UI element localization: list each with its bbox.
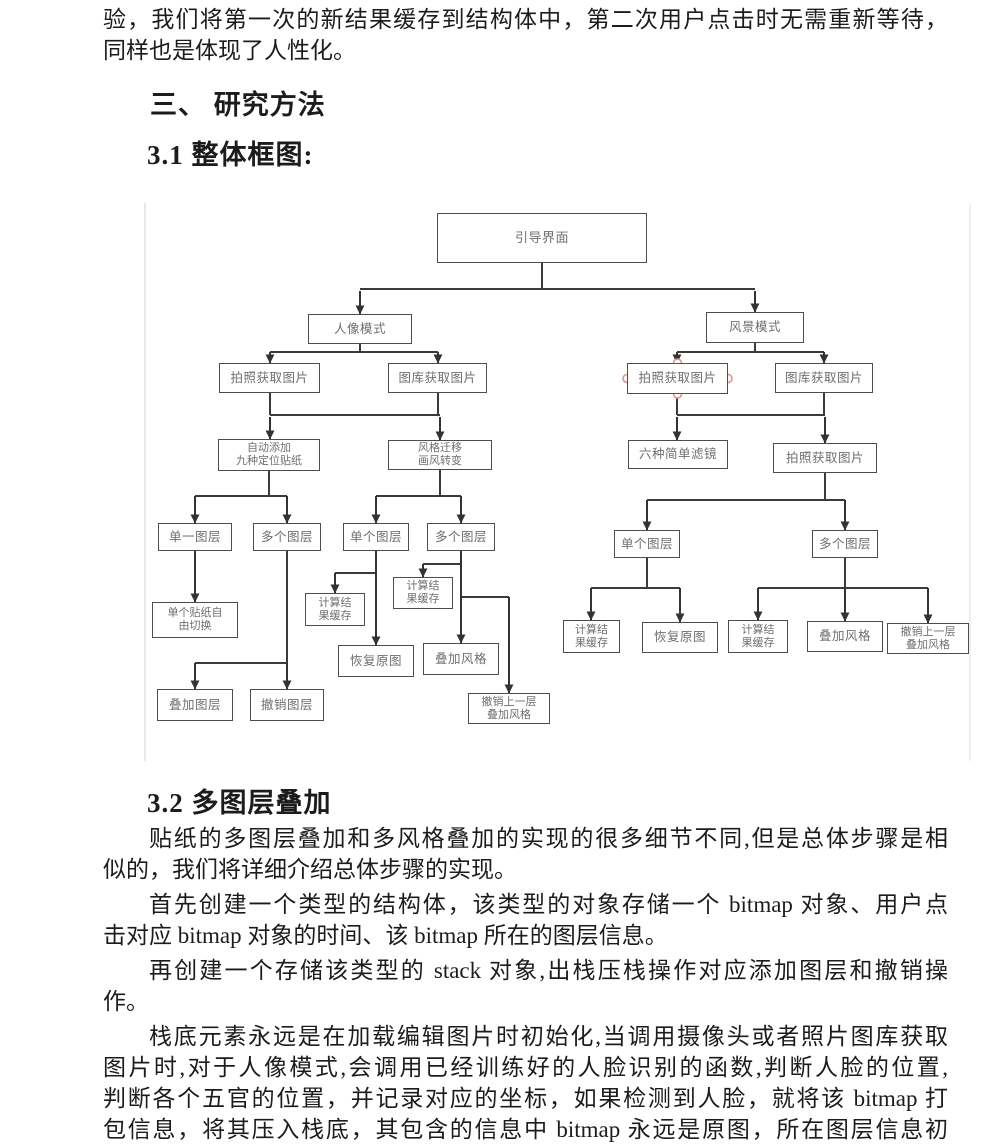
paragraph-line: 击对应 bitmap 对象的时间、该 bitmap 所在的图层信息。 [103,923,668,948]
paragraph-line: 判断各个五官的位置，并记录对应的坐标，如果检测到人脸，就将该 bitmap 打 [103,1086,948,1111]
node-label-line: 单个贴纸自 [167,607,223,620]
subsection-heading-3-2: 3.2 多图层叠加 [147,788,332,818]
flow-node-result-cache-3: 计算结 果缓存 [563,620,620,653]
paragraph-line: 验，我们将第一次的新结果缓存到结构体中，第二次用户点击时无需重新等待， [103,7,948,32]
node-label-line: 自动添加 [247,442,291,455]
paragraph-line: 作。 [103,989,149,1014]
flow-node-overlay-style-2: 叠加风格 [807,621,883,652]
flow-node-overlay-style-1: 叠加风格 [423,643,499,675]
connector-arrows [190,291,933,694]
intro-paragraph: 验，我们将第一次的新结果缓存到结构体中，第二次用户点击时无需重新等待， 同样也是… [103,4,948,66]
paragraph-line: 图片时,对于人像模式,会调用已经训练好的人脸识别的函数,判断人脸的位置, [103,1055,949,1080]
flow-node-undo-overlay-style-1: 撤销上一层 叠加风格 [468,693,550,724]
node-label-line: 计算结 [741,623,775,636]
section-3-2-body: 贴纸的多图层叠加和多风格叠加的实现的很多细节不同,但是总体步骤是相 似的，我们将… [103,823,948,1144]
flowchart-connectors [144,203,971,761]
node-label-line: 九种定位贴纸 [236,455,302,467]
node-label-line: 果缓存 [406,593,440,605]
flow-node-style-single-layer: 单个图层 [343,523,409,551]
node-label-line: 计算结 [575,623,608,636]
flow-node-sticker-multi-layer: 多个图层 [253,523,321,551]
node-label-line: 叠加风格 [906,638,950,651]
flow-node-restore-original-2: 恢复原图 [642,622,718,653]
flow-node-portrait-mode: 人像模式 [308,314,412,344]
flow-node-landscape-photo: 拍照获取图片 [627,363,728,394]
flow-node-result-cache-1: 计算结 果缓存 [305,593,365,626]
node-label-line: 果缓存 [318,609,352,622]
node-label-line: 果缓存 [575,636,608,649]
node-label-line: 计算结 [318,596,352,609]
flow-node-filter-single-layer: 单个图层 [614,530,680,558]
node-label-line: 由切换 [178,620,212,632]
node-label-line: 计算结 [406,580,440,593]
paragraph-line: 再创建一个存储该类型的 stack 对象,出栈压栈操作对应添加图层和撤销操 [149,958,948,983]
paragraph-line: 贴纸的多图层叠加和多风格叠加的实现的很多细节不同,但是总体步骤是相 [149,826,948,851]
node-label-line: 果缓存 [741,636,775,649]
flow-node-guide: 引导界面 [437,213,647,263]
paragraph-line: 首先创建一个类型的结构体，该类型的对象存储一个 bitmap 对象、用户点 [149,892,948,917]
body-paragraph-stack-bottom: 栈底元素永远是在加载编辑图片时初始化,当调用摄像头或者照片图库获取 图片时,对于… [103,1021,948,1144]
node-label-line: 风格迁移 [418,442,462,455]
node-label-line: 叠加风格 [487,708,531,721]
flowchart-figure: 引导界面 人像模式 风景模式 拍照获取图片 图库获取图片 拍照获取图片 图库获取… [140,195,986,773]
flow-node-landscape-photo2: 拍照获取图片 [773,443,877,473]
flow-node-auto-stickers: 自动添加 九种定位贴纸 [218,439,320,471]
flow-node-filter-multi-layer: 多个图层 [812,530,878,558]
paragraph-line: 包信息，将其压入栈底，其包含的信息中 bitmap 永远是原图，所在图层信息初 [103,1117,948,1142]
body-paragraph-stack: 再创建一个存储该类型的 stack 对象,出栈压栈操作对应添加图层和撤销操 作。 [103,955,948,1017]
flow-node-sticker-free-switch: 单个贴纸自 由切换 [152,602,238,638]
flow-node-style-multi-layer: 多个图层 [427,523,495,551]
flow-node-sticker-single-layer: 单一图层 [158,523,232,551]
body-paragraph-struct: 首先创建一个类型的结构体，该类型的对象存储一个 bitmap 对象、用户点 击对… [103,889,948,951]
flow-node-result-cache-4: 计算结 果缓存 [728,620,788,653]
node-label-line: 画风转变 [418,455,462,467]
flow-node-portrait-gallery: 图库获取图片 [388,363,487,393]
flow-node-add-layer: 叠加图层 [157,689,233,721]
flow-node-undo-layer: 撤销图层 [250,689,324,721]
flow-node-landscape-mode: 风景模式 [706,312,804,343]
flow-node-restore-original-1: 恢复原图 [338,645,414,677]
node-label-line: 撤销上一层 [481,695,537,708]
section-heading-3: 三、 研究方法 [150,90,326,120]
paragraph-line: 栈底元素永远是在加载编辑图片时初始化,当调用摄像头或者照片图库获取 [149,1024,948,1049]
flow-node-six-filters: 六种简单滤镜 [628,440,728,469]
connector-lines [195,263,928,664]
flow-node-undo-overlay-style-2: 撤销上一层 叠加风格 [887,623,969,654]
paragraph-line: 似的，我们将详细介绍总体步骤的实现。 [103,857,517,882]
flow-node-style-transfer: 风格迁移 画风转变 [388,440,492,470]
paragraph-line: 同样也是体现了人性化。 [103,38,356,63]
subsection-heading-3-1: 3.1 整体框图: [147,140,314,170]
flow-node-portrait-photo: 拍照获取图片 [219,363,320,393]
flow-node-landscape-gallery: 图库获取图片 [775,363,873,393]
node-label-line: 撤销上一层 [900,625,956,638]
body-paragraph-overview: 贴纸的多图层叠加和多风格叠加的实现的很多细节不同,但是总体步骤是相 似的，我们将… [103,823,948,885]
flow-node-result-cache-2: 计算结 果缓存 [393,577,453,609]
